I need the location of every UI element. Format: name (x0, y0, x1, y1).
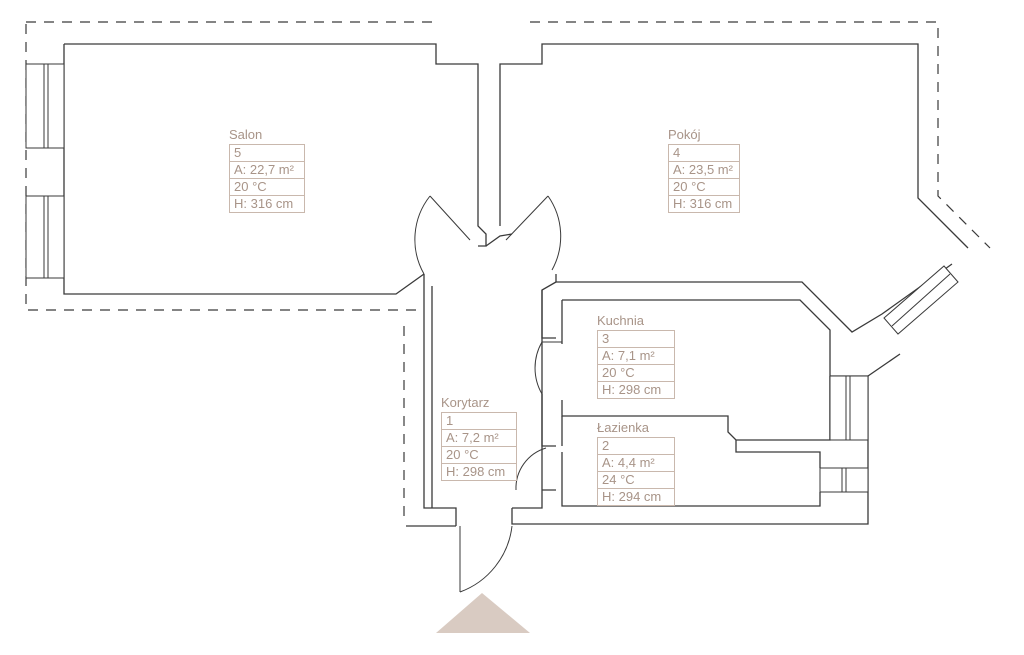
window-kitchen (829, 375, 869, 441)
window-pokoj (883, 265, 959, 335)
room-area: A: 22,7 m² (230, 162, 304, 179)
room-info: 2 A: 4,4 m² 24 °C H: 294 cm (597, 437, 675, 506)
wall-corridor-right (512, 290, 543, 509)
wall-kitchen (541, 281, 831, 441)
room-number: 4 (669, 145, 739, 162)
room-name: Kuchnia (597, 313, 644, 328)
room-temperature: 24 °C (598, 472, 674, 489)
window-bathroom (819, 467, 869, 493)
room-height: H: 298 cm (442, 464, 516, 481)
room-temperature: 20 °C (230, 179, 304, 196)
room-label-pokoj: Pokój 4 A: 23,5 m² 20 °C H: 316 cm (668, 127, 740, 213)
wall-pokoj (499, 43, 969, 249)
room-height: H: 294 cm (598, 489, 674, 506)
room-area: A: 23,5 m² (669, 162, 739, 179)
room-temperature: 20 °C (669, 179, 739, 196)
room-name: Korytarz (441, 395, 490, 410)
room-number: 2 (598, 438, 674, 455)
door-pokoj (505, 195, 562, 271)
room-label-lazienka: Łazienka 2 A: 4,4 m² 24 °C H: 294 cm (597, 420, 675, 506)
wall-kitchen-east (511, 375, 869, 525)
room-label-kuchnia: Kuchnia 3 A: 7,1 m² 20 °C H: 298 cm (597, 313, 675, 399)
room-number: 3 (598, 331, 674, 348)
wall-bathroom (541, 394, 821, 507)
room-area: A: 7,2 m² (442, 430, 516, 447)
room-number: 5 (230, 145, 304, 162)
room-info: 1 A: 7,2 m² 20 °C H: 298 cm (441, 412, 517, 481)
room-name: Salon (229, 127, 263, 142)
room-number: 1 (442, 413, 516, 430)
room-info: 5 A: 22,7 m² 20 °C H: 316 cm (229, 144, 305, 213)
room-height: H: 316 cm (230, 196, 304, 213)
room-info: 3 A: 7,1 m² 20 °C H: 298 cm (597, 330, 675, 399)
door-salon (414, 195, 471, 275)
window-salon (25, 63, 65, 279)
door-entrance (459, 525, 513, 593)
wall-corridor (406, 274, 457, 527)
wall-salon (63, 43, 487, 295)
wall-east (555, 263, 953, 377)
room-temperature: 20 °C (442, 447, 516, 464)
room-area: A: 4,4 m² (598, 455, 674, 472)
room-area: A: 7,1 m² (598, 348, 674, 365)
room-info: 4 A: 23,5 m² 20 °C H: 316 cm (668, 144, 740, 213)
room-label-korytarz: Korytarz 1 A: 7,2 m² 20 °C H: 298 cm (441, 395, 517, 481)
room-height: H: 298 cm (598, 382, 674, 399)
room-temperature: 20 °C (598, 365, 674, 382)
triangle-arrow-icon (436, 593, 530, 633)
door-bathroom (515, 447, 547, 491)
room-name: Łazienka (597, 420, 650, 435)
door-kitchen (534, 341, 562, 395)
room-height: H: 316 cm (669, 196, 739, 213)
room-label-salon: Salon 5 A: 22,7 m² 20 °C H: 316 cm (229, 127, 305, 213)
room-name: Pokój (668, 127, 701, 142)
wall-corridor-top (485, 233, 513, 247)
